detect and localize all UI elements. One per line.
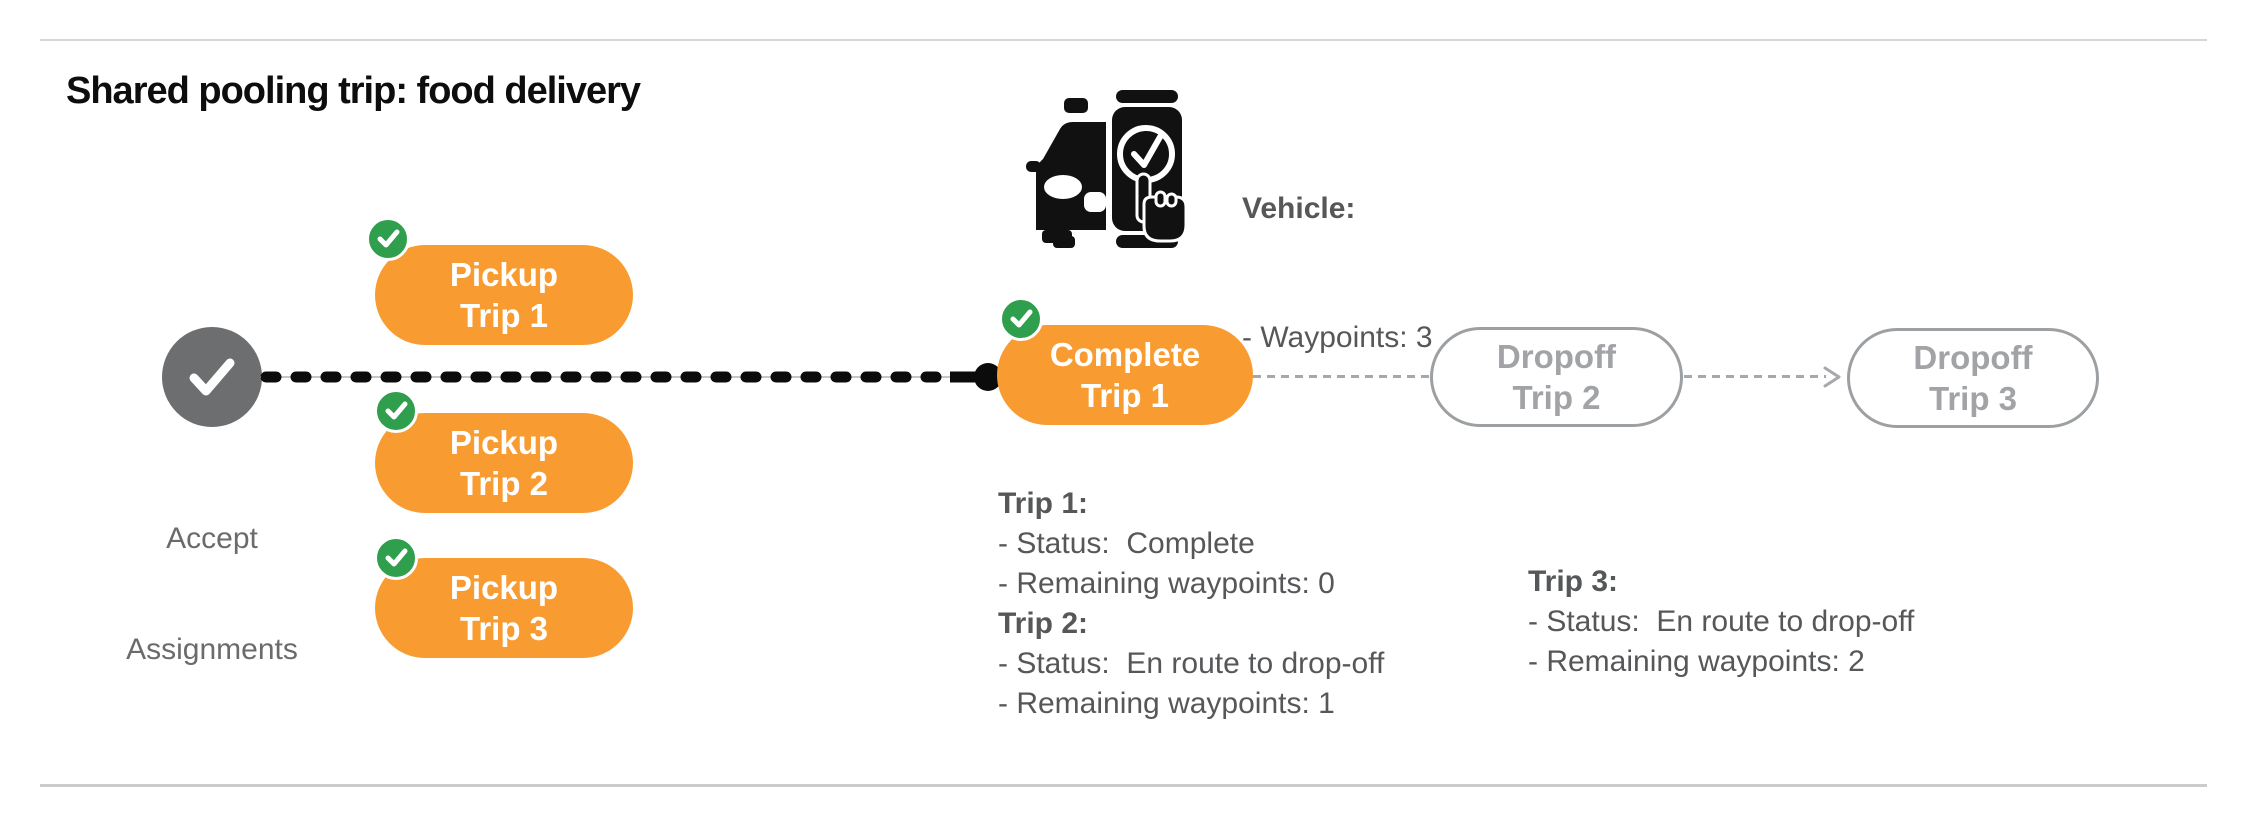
vehicle-heading: Vehicle:: [1242, 192, 1356, 225]
trip-2-status: - Status: En route to drop-off: [998, 647, 1385, 680]
completed-check-badge: [374, 536, 418, 580]
connector-dropoff2-to-dropoff3: [1684, 375, 1826, 378]
trip-3-waypoints: - Remaining waypoints: 2: [1528, 645, 1865, 678]
check-icon: [1010, 309, 1033, 328]
node-pickup-trip-2: Pickup Trip 2: [375, 413, 633, 513]
top-divider: [40, 39, 2207, 41]
node-dropoff-trip-2: Dropoff Trip 2: [1430, 327, 1683, 427]
trip-1-waypoints: - Remaining waypoints: 0: [998, 567, 1335, 600]
trip-3-status: - Status: En route to drop-off: [1528, 605, 1915, 638]
page-title: Shared pooling trip: food delivery: [66, 70, 641, 112]
node-pickup-trip-3: Pickup Trip 3: [375, 558, 633, 658]
trip-2-waypoints: - Remaining waypoints: 1: [998, 687, 1335, 720]
completed-check-badge: [999, 297, 1043, 341]
accept-assignments-label: Accept Assignments: [126, 522, 298, 666]
check-icon: [189, 358, 235, 396]
connector-complete-to-dropoff2: [1253, 375, 1429, 378]
check-icon: [385, 401, 408, 420]
route-dashed-line: [256, 360, 996, 394]
trip-3-heading: Trip 3:: [1528, 565, 1619, 598]
trip-1-heading: Trip 1:: [998, 487, 1089, 520]
completed-check-badge: [366, 217, 410, 261]
check-icon: [377, 229, 400, 248]
node-dropoff-trip-3: Dropoff Trip 3: [1847, 328, 2099, 428]
vehicle-info: Vehicle: - Waypoints: 3: [1242, 101, 1433, 445]
accept-assignments-node: [162, 327, 262, 427]
arrowhead-icon: [1823, 366, 1841, 388]
node-pickup-trip-1: Pickup Trip 1: [375, 245, 633, 345]
check-icon: [385, 548, 408, 567]
vehicle-waypoints: - Waypoints: 3: [1242, 321, 1433, 354]
vehicle-icon: [1026, 88, 1196, 248]
trip-1-status: - Status: Complete: [998, 527, 1255, 560]
completed-check-badge: [374, 389, 418, 433]
trip-2-heading: Trip 2:: [998, 607, 1089, 640]
node-complete-trip-1: Complete Trip 1: [997, 325, 1253, 425]
status-block-trip-3: Trip 3: - Status: En route to drop-off -…: [1528, 562, 1914, 682]
bottom-divider: [40, 784, 2207, 787]
status-block-trips-1-2: Trip 1: - Status: Complete - Remaining w…: [998, 484, 1384, 724]
